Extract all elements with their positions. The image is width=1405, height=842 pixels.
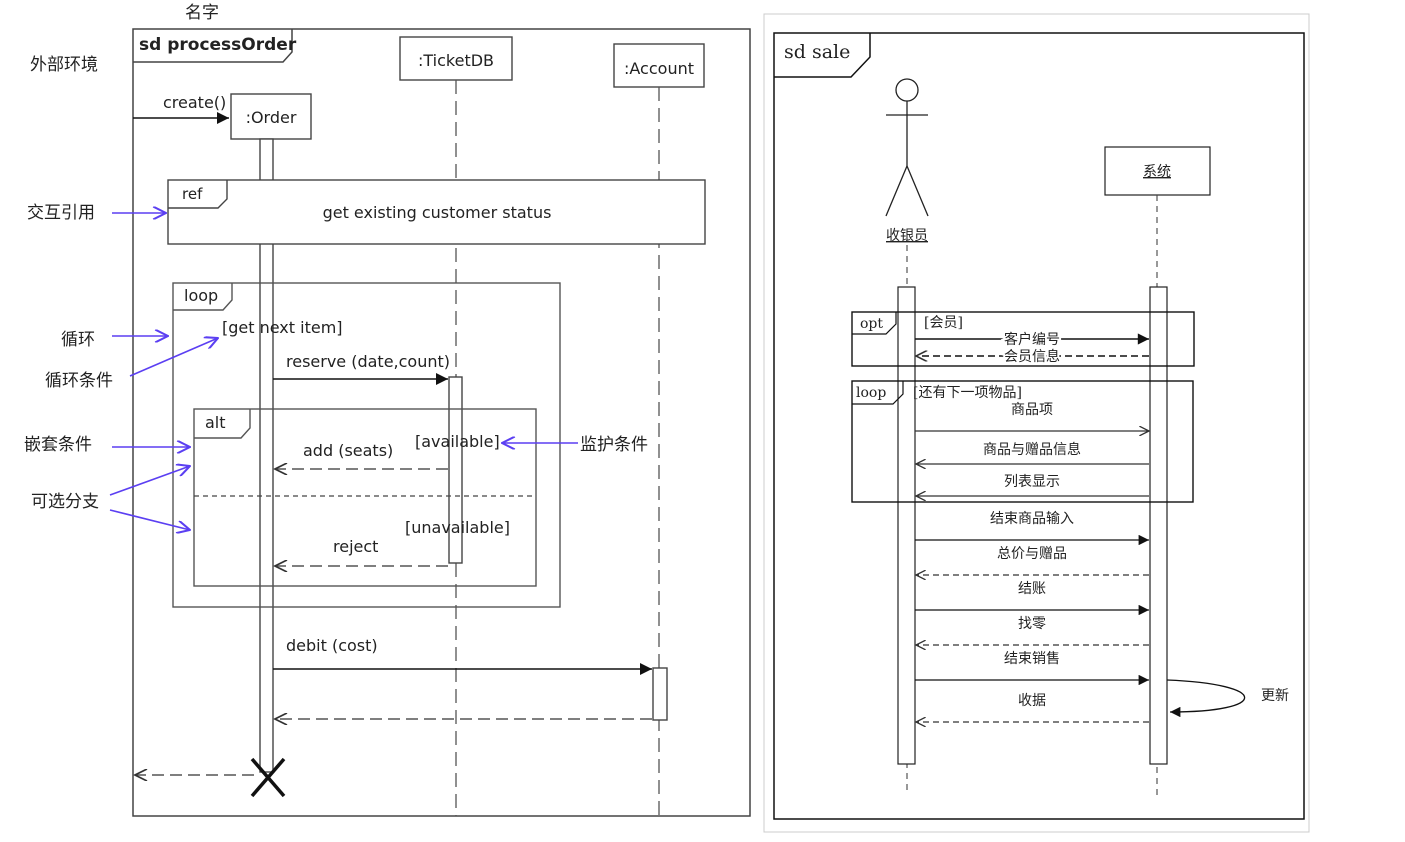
fragment-ref [167,179,706,245]
message-label-member-info: 会员信息 [1004,348,1060,365]
annotation-arrows [109,213,578,530]
fragment-alt-guard-unavailable: [unavailable] [405,518,510,537]
fragment-opt-guard: [会员] [924,315,963,331]
fragment-ref-text: get existing customer status [323,203,552,222]
annotation-loop: 循环 [61,330,95,350]
activation-cashier [897,286,916,765]
message-label-receipt: 收据 [1018,693,1046,709]
fragment-loop-guard: [get next item] [222,318,343,337]
annotation-interaction-ref: 交互引用 [27,203,95,223]
activation-account [652,667,668,721]
annotation-alternative-branch: 可选分支 [31,492,99,512]
fragment-alt-guard-available: [available] [415,432,500,451]
fragment-opt-label: opt [860,316,883,332]
message-label-reserve: reserve (date,count) [286,352,450,371]
fragment-loop-right-tag [852,381,904,405]
fragment-loop-right-guard: [还有下一项物品] [913,385,1022,401]
message-label-self-update: 更新 [1261,688,1289,704]
frame-sale [773,32,1305,820]
fragment-ref-label: ref [182,185,203,203]
message-label-create: create() [163,93,226,112]
fragment-alt-label: alt [205,413,226,432]
lifeline-label-account: :Account [624,59,694,78]
message-label-member-id: 客户编号 [1004,331,1060,348]
message-label-item: 商品项 [1011,402,1053,418]
lifeline-head-order [230,93,312,140]
activation-order [259,138,274,773]
activation-system [1149,286,1168,765]
message-label-add: add (seats) [303,441,393,460]
lifeline-head-account [613,43,705,88]
message-label-item-info: 商品与赠品信息 [983,441,1081,458]
fragment-opt-tag [852,312,897,335]
annotation-external-env: 外部环境 [30,55,98,75]
lifeline-head-ticketdb [399,36,513,81]
annotation-nested-condition: 嵌套条件 [24,435,92,455]
message-label-end-input: 结束商品输入 [990,511,1074,527]
right-diagram: sd sale 收银员 系统 opt [会员] loop [还有下一项物品] 客… [763,13,1310,833]
destroy-icon [250,757,286,798]
annotation-loop-condition: 循环条件 [45,371,113,391]
fragment-loop-tag [173,283,233,311]
lifeline-label-order: :Order [246,108,297,127]
frame-process-order [132,28,751,817]
fragment-loop-right [851,380,1194,503]
frame-sale-tag [774,33,871,78]
frame-tag [133,29,293,63]
activation-ticketdb [448,376,463,564]
message-label-reject: reject [333,537,378,556]
lifeline-label-system: 系统 [1143,164,1171,180]
fragment-loop-right-label: loop [856,385,886,401]
message-label-checkout: 结账 [1018,581,1046,597]
annotation-name: 名字 [185,3,219,23]
frame-sale-label: sd sale [784,41,850,63]
fragment-ref-tag [168,180,228,209]
frame-label: sd processOrder [139,35,297,55]
actor-icon [885,78,929,217]
fragment-alt-tag [194,409,251,439]
message-label-change: 找零 [1018,616,1046,632]
fragment-loop-label: loop [184,286,218,305]
left-diagram: sd processOrder :Order :TicketDB :Accoun… [24,3,751,817]
message-label-total: 总价与赠品 [997,546,1067,562]
annotation-guard-condition: 监护条件 [580,435,648,455]
fragment-alt [193,408,537,587]
lifeline-label-ticketdb: :TicketDB [418,51,494,70]
fragment-loop [172,282,561,608]
message-label-list-display: 列表显示 [1004,474,1060,490]
right-panel-border [763,13,1310,833]
message-label-debit: debit (cost) [286,636,378,655]
actor-label: 收银员 [886,228,928,244]
lifeline-head-system [1104,146,1211,196]
fragment-opt [851,311,1195,367]
message-self-update [1166,679,1246,718]
message-label-end-sale: 结束销售 [1004,651,1060,667]
